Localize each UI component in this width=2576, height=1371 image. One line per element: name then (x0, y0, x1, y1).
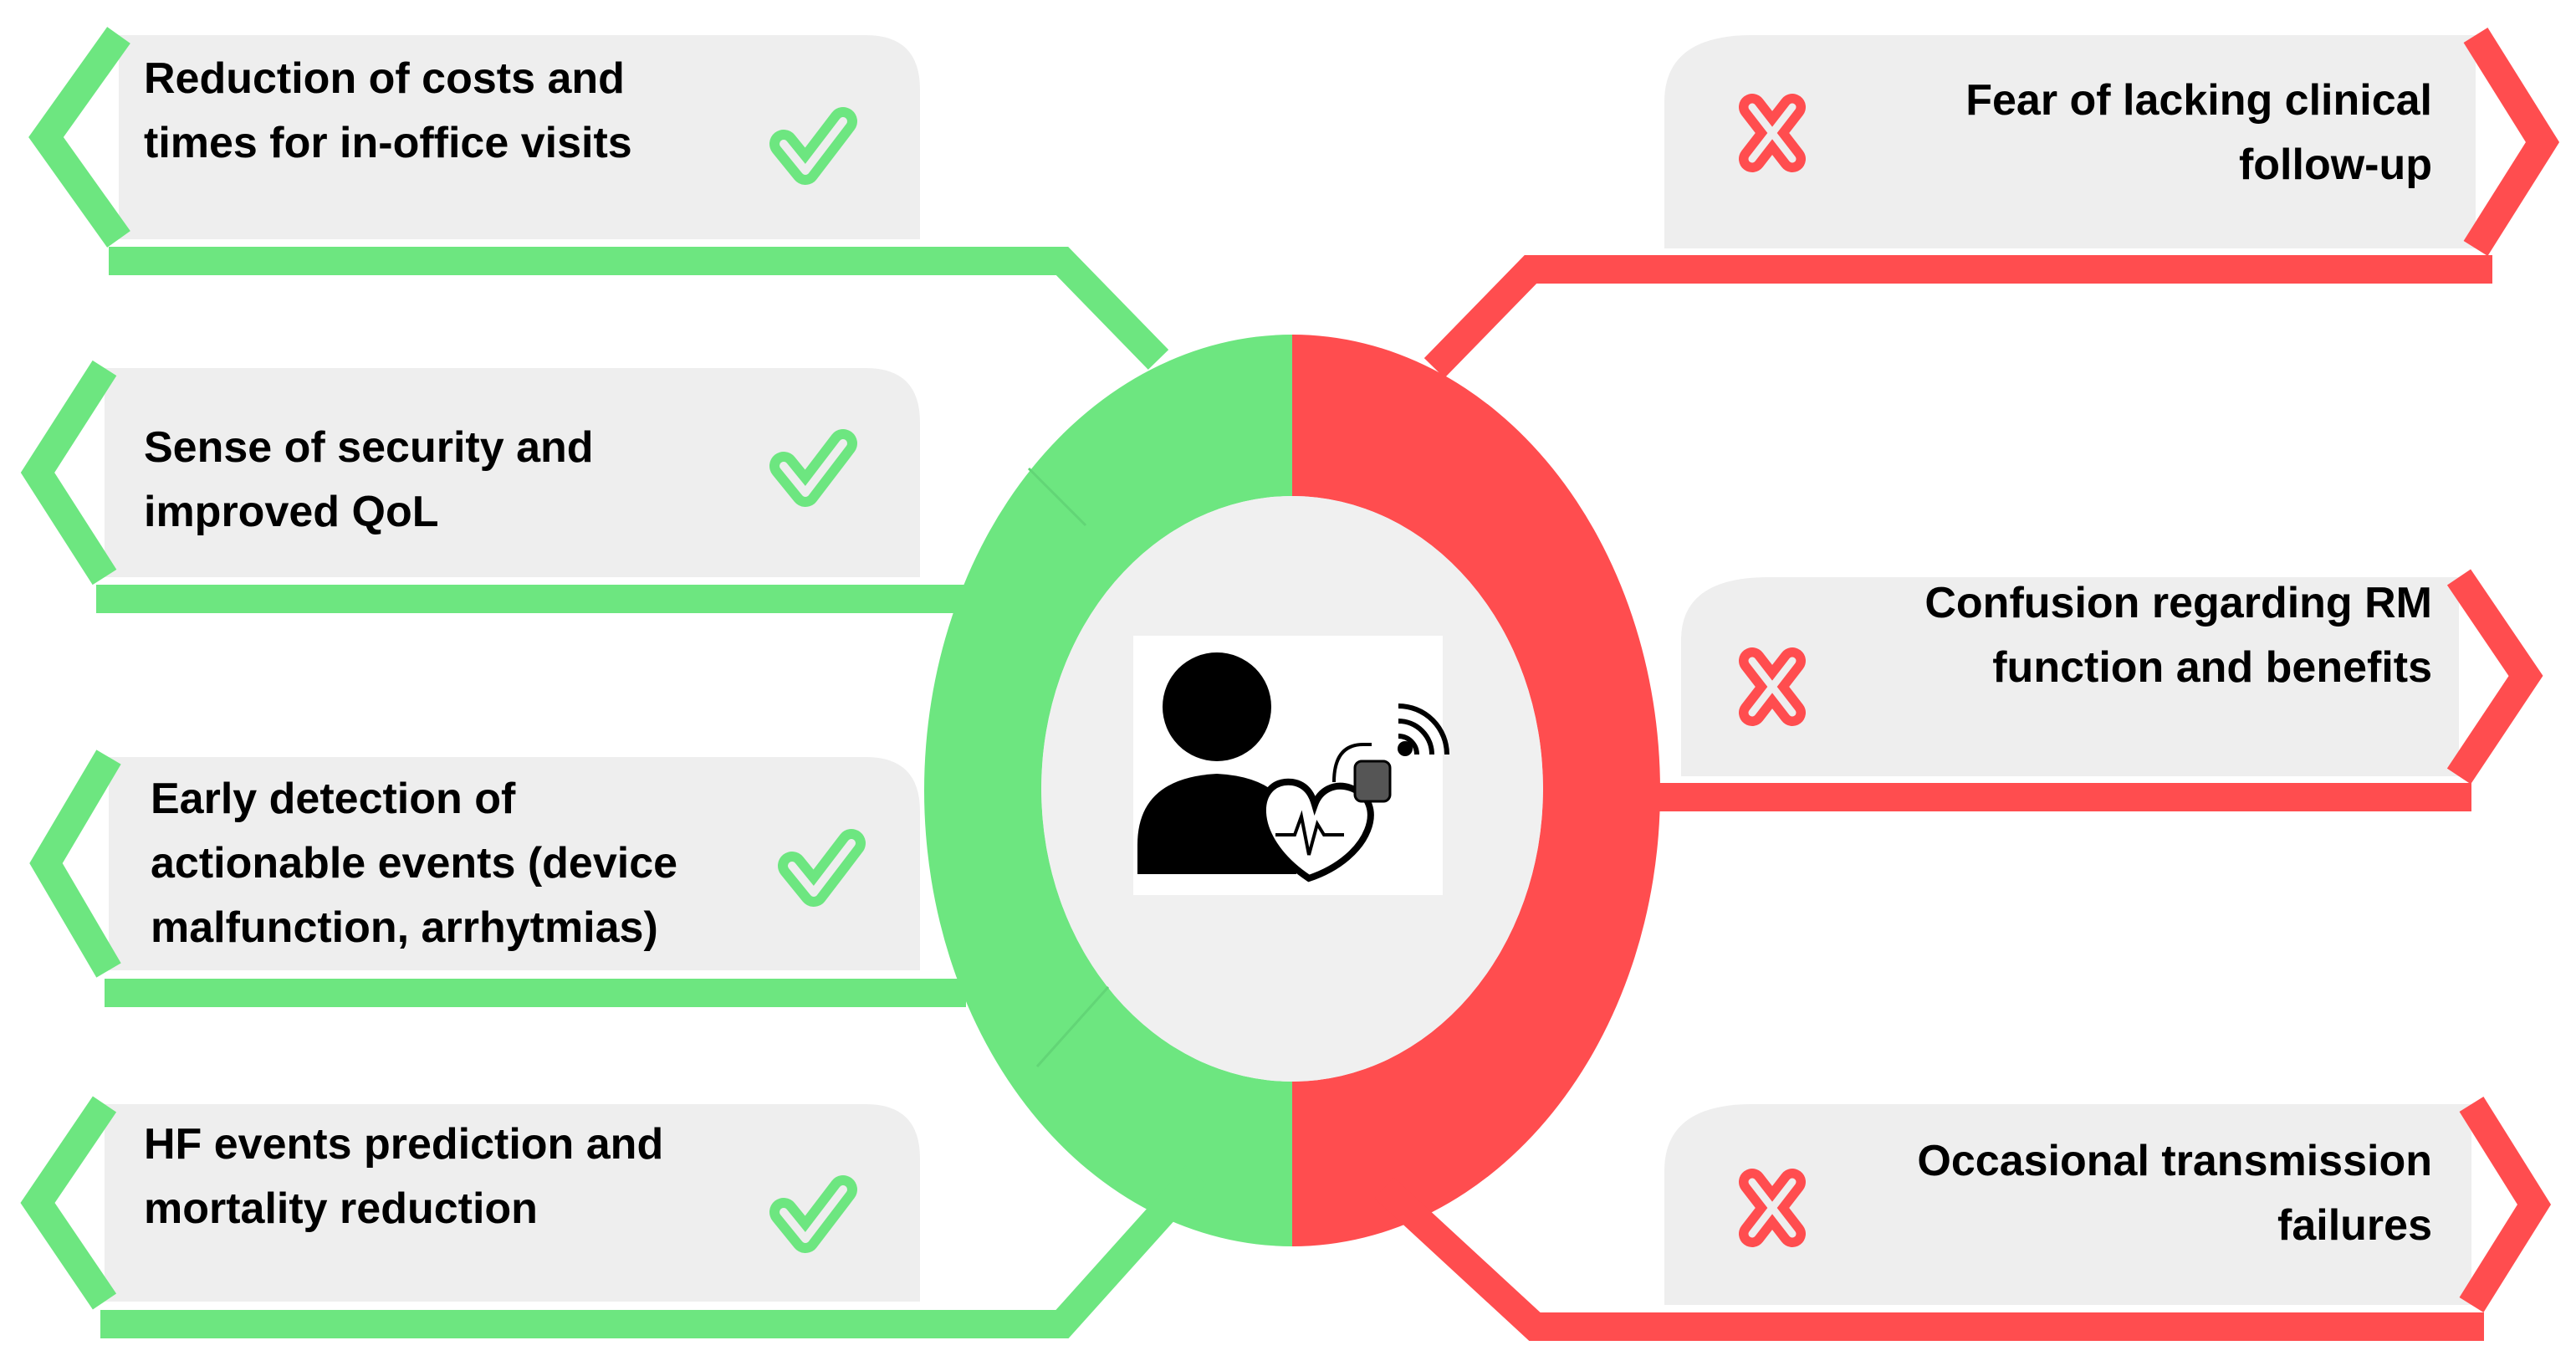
ring-seam-lower (1035, 985, 1110, 1068)
advantage-panel-3 (29, 749, 920, 978)
advantage-connectors (96, 247, 1207, 1338)
advantage-panel-2 (20, 360, 920, 586)
label-line: failures (2277, 1201, 2432, 1250)
panel-chevron (2459, 1096, 2552, 1313)
label-line: Sense of security and (144, 423, 594, 472)
advantage-panel-1 (28, 27, 920, 248)
panel-tab (1664, 1104, 2471, 1305)
label-line: improved QoL (144, 488, 439, 536)
disadvantage-label-1: Fear of lacking clinical follow-up (1965, 69, 2432, 197)
cross-icons (1739, 94, 1806, 1247)
panel-chevron (2463, 27, 2560, 257)
device-lead (1332, 743, 1372, 783)
advantage-label-1: Reduction of costs and times for in-offi… (144, 47, 632, 176)
check-icon (769, 429, 857, 507)
label-line: actionable events (device (151, 839, 678, 888)
check-icons (769, 107, 866, 1253)
label-line: times for in-office visits (144, 119, 632, 167)
label-line: Confusion regarding RM (1924, 579, 2432, 627)
disadvantage-panel-3 (1664, 1096, 2552, 1313)
advantage-label-2: Sense of security and improved QoL (144, 416, 594, 545)
label-line: Occasional transmission (1917, 1137, 2432, 1185)
connector-disadvantage-3 (1374, 1177, 2484, 1341)
disadvantage-label-3: Occasional transmission failures (1917, 1129, 2432, 1258)
label-line: mortality reduction (144, 1184, 538, 1233)
label-line: Reduction of costs and (144, 54, 625, 103)
check-icon (778, 829, 866, 907)
label-line: function and benefits (1992, 643, 2432, 692)
ring-seam-upper (1027, 467, 1087, 527)
disadvantage-panels (1664, 27, 2560, 1313)
ring-disadvantages-half (1292, 335, 1660, 1246)
panel-tab (1664, 35, 2476, 248)
signal-wave-2 (1398, 719, 1434, 755)
signal-dot (1398, 741, 1413, 756)
panel-tab (109, 757, 920, 970)
panel-chevron (20, 1096, 117, 1310)
connector-advantage-1 (109, 247, 1169, 370)
advantage-panel-4 (20, 1096, 920, 1310)
disadvantage-panel-2 (1681, 569, 2543, 785)
heartbeat-line (1275, 810, 1344, 856)
panel-tab (119, 35, 920, 239)
ring-advantages-half (924, 335, 1292, 1246)
cross-icon (1739, 1169, 1806, 1247)
cross-icon (1739, 647, 1806, 726)
label-line: Early detection of (151, 775, 516, 823)
cross-icon (1739, 94, 1806, 172)
patient-head (1163, 652, 1271, 761)
panel-chevron (29, 749, 121, 978)
panel-tab (105, 1104, 920, 1302)
patient-with-cardiac-device-icon (1133, 636, 1449, 895)
panel-tab (1681, 577, 2459, 776)
advantage-panels (20, 27, 920, 1310)
panel-chevron (2446, 569, 2543, 785)
check-icon (769, 1175, 857, 1253)
label-line: follow-up (2238, 141, 2432, 189)
disadvantage-label-2: Confusion regarding RM function and bene… (1924, 571, 2432, 700)
advantage-label-3: Early detection of actionable events (de… (151, 767, 677, 960)
signal-wave-1 (1398, 734, 1419, 755)
advantage-label-4: HF events prediction and mortality reduc… (144, 1113, 663, 1241)
connector-advantage-4 (100, 1165, 1207, 1338)
disadvantage-connectors (1374, 255, 2492, 1341)
patient-body (1137, 774, 1296, 874)
label-line: Fear of lacking clinical (1965, 76, 2432, 125)
connector-disadvantage-1 (1423, 255, 2492, 378)
label-line: malfunction, arrhytmias) (151, 903, 658, 952)
pacemaker-device (1353, 760, 1392, 803)
panel-tab (105, 368, 920, 577)
signal-wave-3 (1398, 703, 1449, 755)
panel-chevron (20, 360, 117, 586)
label-line: HF events prediction and (144, 1120, 664, 1169)
check-icon (769, 107, 857, 185)
disadvantage-panel-1 (1664, 27, 2560, 257)
panel-chevron (28, 27, 130, 248)
